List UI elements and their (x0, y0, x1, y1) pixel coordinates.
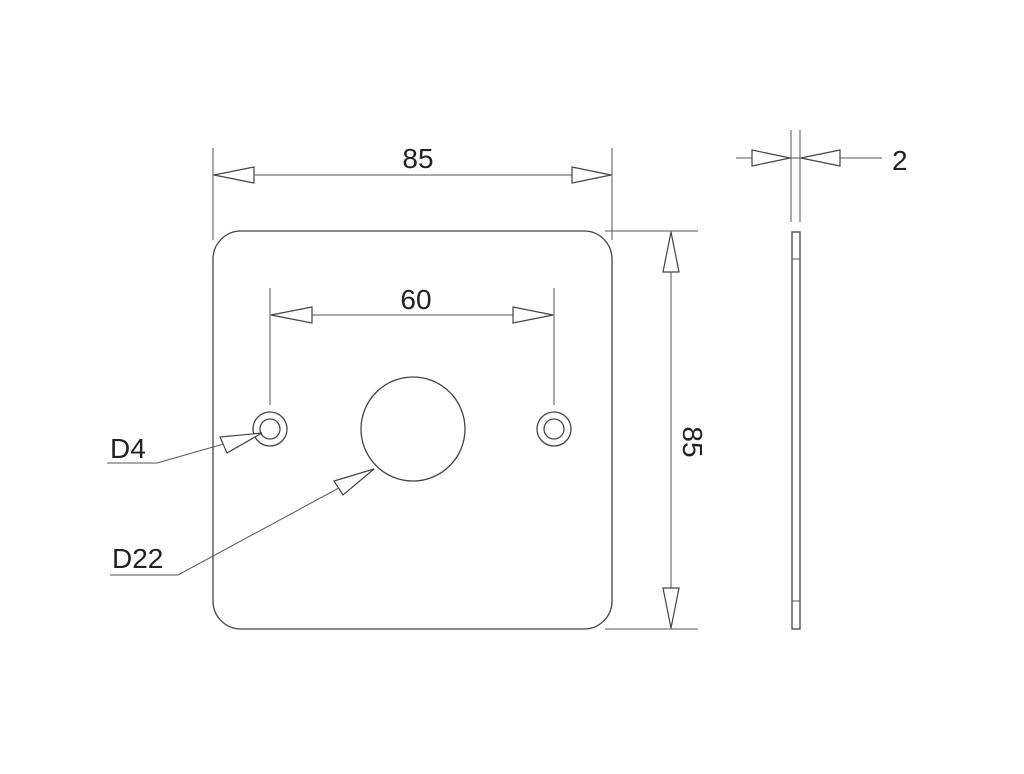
arrowhead-right-icon (571, 166, 612, 184)
arrowhead-left-icon (270, 306, 313, 324)
arrowhead-right-icon (512, 306, 554, 324)
front-view (212, 230, 613, 630)
hole-spacing-dim-label: 60 (400, 284, 431, 315)
leader-arrowhead-icon (219, 432, 263, 454)
thickness-dimension: 2 (736, 130, 908, 222)
d4-label: D4 (110, 433, 146, 464)
center-hole (360, 376, 466, 482)
arrowhead-up-icon (662, 231, 680, 273)
d22-label: D22 (112, 543, 163, 574)
d22-callout: D22 (110, 468, 375, 576)
plate-side-profile (791, 231, 801, 630)
side-view (791, 231, 801, 630)
width-dim-label: 85 (402, 143, 433, 174)
left-mounting-hole (252, 411, 288, 447)
arrowhead-left-icon (800, 149, 841, 167)
plate-outline (212, 230, 613, 630)
thickness-dim-label: 2 (892, 145, 908, 176)
width-dimension: 85 (212, 143, 613, 240)
arrowhead-left-icon (213, 166, 255, 184)
height-dimension: 85 (605, 230, 708, 630)
d4-callout: D4 (107, 432, 263, 464)
hole-spacing-dimension: 60 (269, 284, 555, 405)
arrowhead-right-icon (751, 149, 791, 167)
right-mounting-hole (536, 411, 572, 447)
height-dim-label: 85 (677, 426, 708, 457)
arrowhead-down-icon (662, 587, 680, 629)
leader-arrowhead-icon (333, 468, 375, 496)
